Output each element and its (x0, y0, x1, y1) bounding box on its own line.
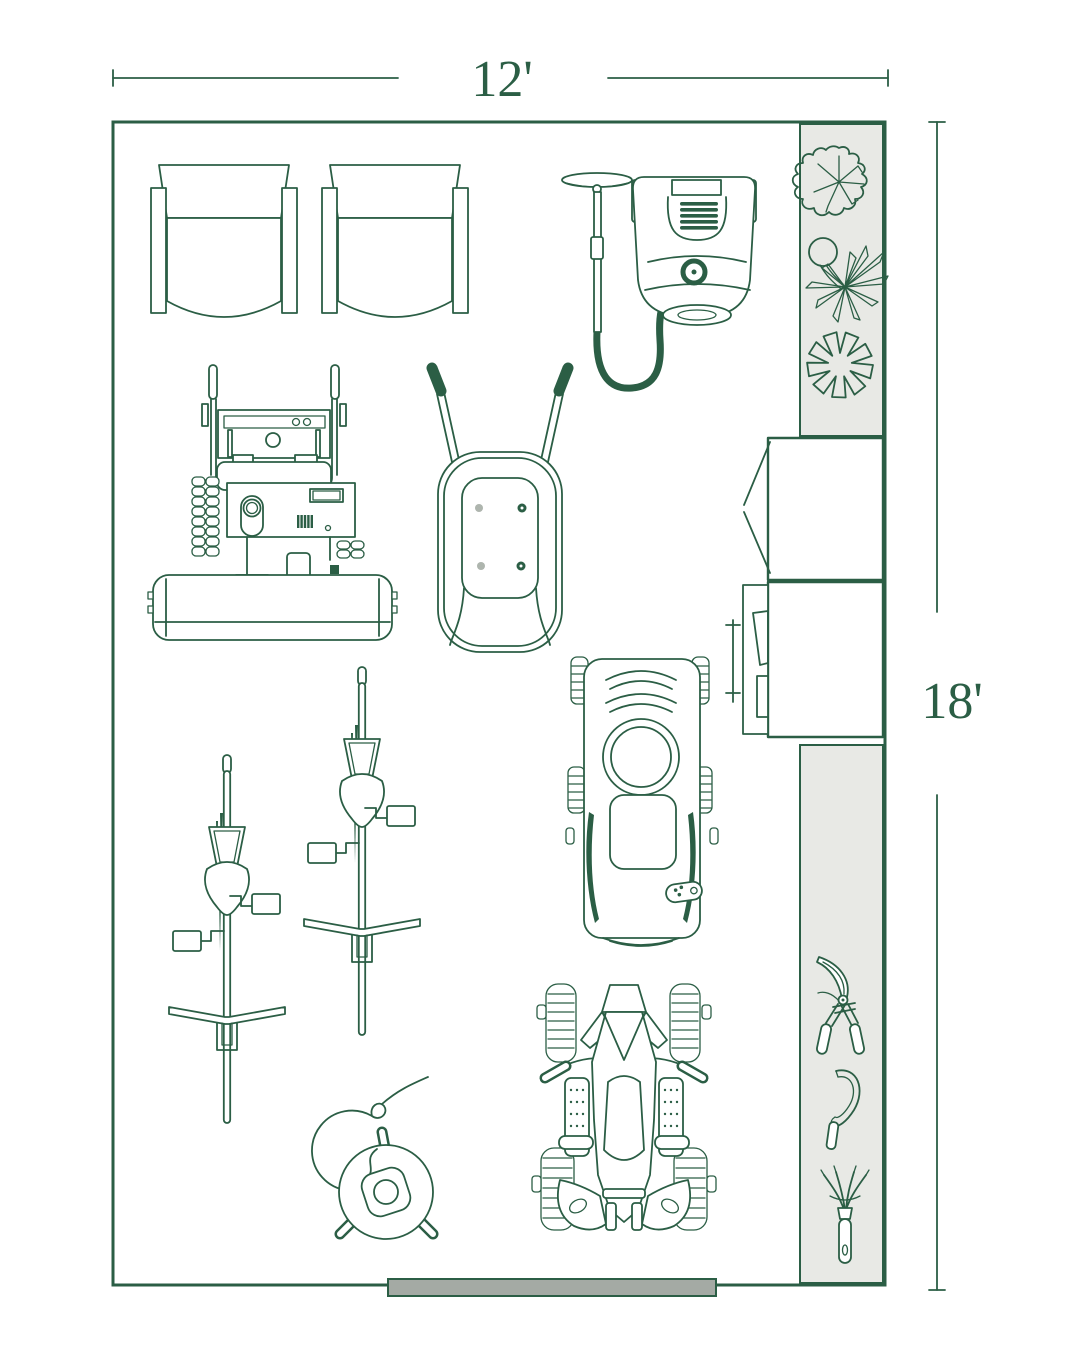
sickle-icon (825, 1069, 861, 1150)
dimension-height: 18' (921, 121, 983, 1291)
door-threshold (387, 1278, 717, 1297)
hose-reel-icon (311, 1076, 439, 1240)
push-mower-icon (565, 656, 719, 947)
lawn-aerator-icon (147, 364, 398, 641)
width-dimension-label: 12' (471, 51, 532, 108)
pruning-shears-icon (816, 956, 865, 1055)
armchair-1-icon (150, 164, 298, 318)
string-trimmer-2-icon (303, 666, 421, 1036)
plant-shrub-icon (791, 145, 868, 217)
hand-cultivator-icon (820, 1165, 870, 1264)
storage-cabinets (725, 436, 885, 739)
string-trimmer-1-icon (168, 754, 286, 1124)
plant-spiky-icon (805, 237, 889, 323)
plant-pinwheel-icon (806, 331, 874, 399)
dimension-width: 12' (112, 51, 889, 108)
height-dimension-label: 18' (921, 673, 982, 730)
wheelbarrow-icon (426, 362, 574, 653)
atv-quad-icon (531, 983, 717, 1231)
armchair-2-icon (321, 164, 469, 318)
garden-sprayer-icon (561, 172, 757, 392)
